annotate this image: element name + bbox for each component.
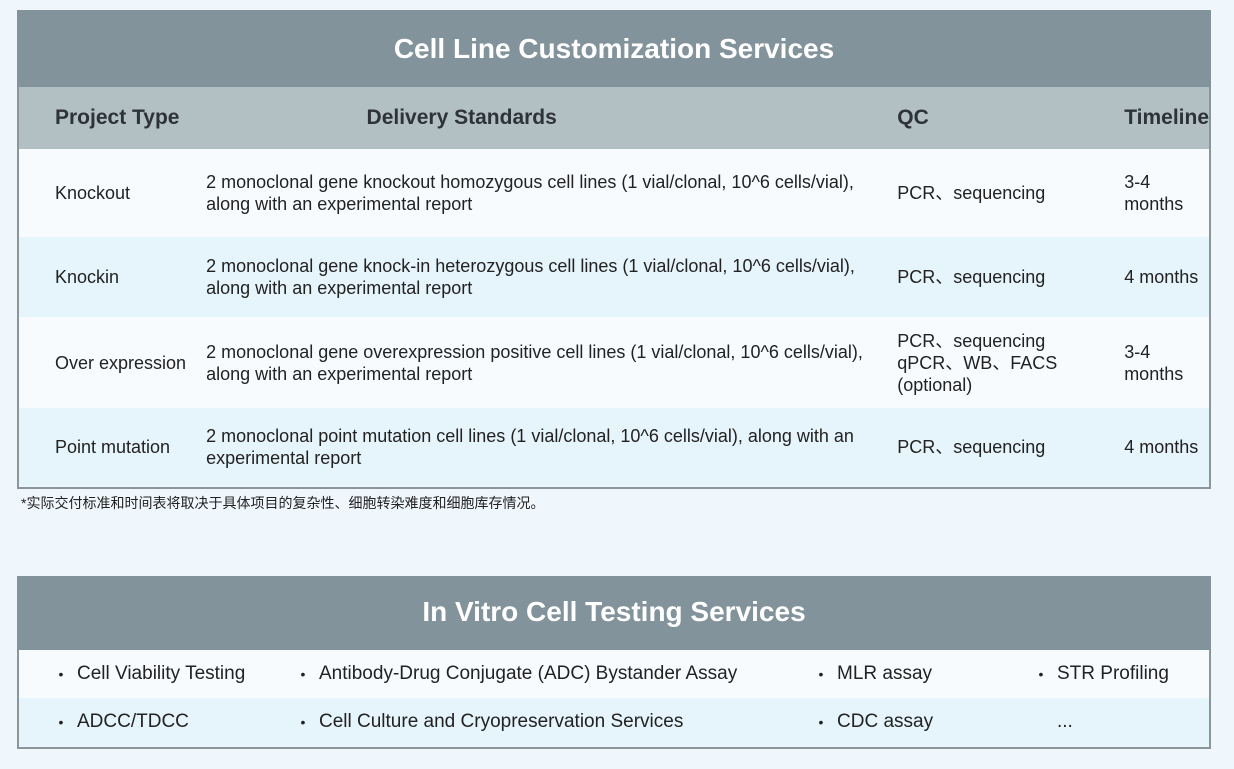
list-item: • ADCC/TDCC [19, 698, 289, 746]
project-type-cell: Over expression [19, 317, 207, 408]
column-header-delivery-standards: Delivery Standards [206, 87, 898, 149]
cell-line-customization-panel: Cell Line Customization Services Project… [17, 10, 1211, 489]
list-item-label: ... [1057, 711, 1073, 732]
list-item-label: Cell Viability Testing [77, 663, 246, 684]
bullet-icon: • [1038, 666, 1044, 682]
list-item-label: ADCC/TDCC [77, 711, 189, 732]
list-item: • Cell Culture and Cryopreservation Serv… [289, 698, 811, 746]
list-item: ... [1031, 698, 1209, 746]
bullet-icon: • [58, 714, 64, 730]
list-item: • STR Profiling [1031, 650, 1209, 698]
table-row: Point mutation 2 monoclonal point mutati… [19, 408, 1209, 486]
list-item: • CDC assay [811, 698, 1031, 746]
panel-title: Cell Line Customization Services [17, 10, 1211, 87]
delivery-standards-cell: 2 monoclonal point mutation cell lines (… [206, 408, 898, 486]
project-type-cell: Knockout [19, 149, 207, 237]
table-row: Knockout 2 monoclonal gene knockout homo… [19, 149, 1209, 237]
qc-cell: PCR、sequencing [897, 149, 1125, 237]
column-header-project-type: Project Type [19, 87, 207, 149]
bullet-icon: • [818, 666, 824, 682]
timeline-cell: 3-4 months [1124, 317, 1209, 408]
qc-cell: PCR、sequencing qPCR、WB、FACS (optional) [897, 317, 1125, 408]
table-header-row: Project Type Delivery Standards QC Timel… [19, 87, 1209, 149]
list-item: • Cell Viability Testing [19, 650, 289, 698]
column-header-qc: QC [897, 87, 1125, 149]
project-type-cell: Knockin [19, 237, 207, 317]
qc-cell: PCR、sequencing [897, 237, 1125, 317]
bullet-icon: • [300, 666, 306, 682]
footnote: *实际交付标准和时间表将取决于具体项目的复杂性、细胞转染难度和细胞库存情况。 [21, 495, 545, 511]
delivery-standards-cell: 2 monoclonal gene knock-in heterozygous … [206, 237, 898, 317]
qc-line-optional: qPCR、WB、FACS (optional) [897, 352, 1058, 395]
qc-line: PCR、sequencing [897, 437, 1046, 457]
column-header-timeline: Timeline [1124, 87, 1209, 149]
table-row: Knockin 2 monoclonal gene knock-in heter… [19, 237, 1209, 317]
timeline-cell: 4 months [1124, 408, 1209, 486]
services-table: Project Type Delivery Standards QC Timel… [19, 87, 1209, 486]
list-item: • Antibody-Drug Conjugate (ADC) Bystande… [289, 650, 811, 698]
services-list: • Cell Viability Testing • Antibody-Drug… [19, 650, 1209, 746]
list-item-label: MLR assay [837, 663, 933, 684]
qc-line: PCR、sequencing [897, 267, 1046, 287]
qc-line: PCR、sequencing [897, 183, 1046, 203]
panel-title: In Vitro Cell Testing Services [17, 576, 1211, 650]
list-item-label: STR Profiling [1057, 663, 1169, 684]
bullet-icon: • [300, 714, 306, 730]
project-type-cell: Point mutation [19, 408, 207, 486]
delivery-standards-cell: 2 monoclonal gene knockout homozygous ce… [206, 149, 898, 237]
list-item: • MLR assay [811, 650, 1031, 698]
bullet-icon: • [818, 714, 824, 730]
list-item-label: Cell Culture and Cryopreservation Servic… [319, 711, 684, 732]
table-row: Over expression 2 monoclonal gene overex… [19, 317, 1209, 408]
timeline-cell: 3-4 months [1124, 149, 1209, 237]
in-vitro-testing-panel: In Vitro Cell Testing Services • Cell Vi… [17, 576, 1211, 749]
bullet-icon: • [58, 666, 64, 682]
timeline-cell: 4 months [1124, 237, 1209, 317]
qc-line: PCR、sequencing [897, 330, 1046, 351]
delivery-standards-cell: 2 monoclonal gene overexpression positiv… [206, 317, 898, 408]
list-item-label: CDC assay [837, 711, 934, 732]
qc-cell: PCR、sequencing [897, 408, 1125, 486]
list-item-label: Antibody-Drug Conjugate (ADC) Bystander … [319, 663, 738, 684]
